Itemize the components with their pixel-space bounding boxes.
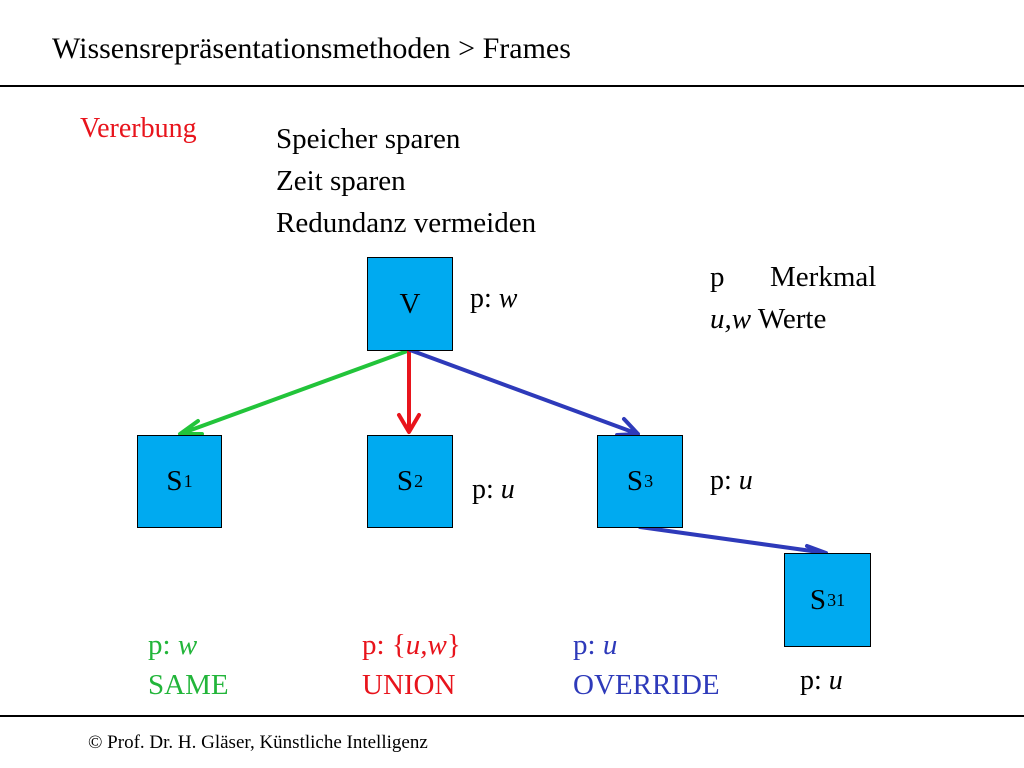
goal-item: Zeit sparen	[276, 165, 406, 197]
brace-open: {	[391, 629, 406, 661]
legend-meaning: Werte	[757, 303, 827, 335]
edge-v-s3	[408, 348, 640, 437]
property-name: p:	[148, 629, 171, 661]
legend-row-uw: u,w Werte	[710, 298, 876, 340]
node-v-property: p: w	[470, 283, 517, 315]
property-value: w	[177, 629, 198, 661]
node-subscript: 3	[644, 471, 654, 491]
section-heading: Vererbung	[80, 113, 197, 144]
property-value: u	[738, 465, 753, 496]
header-rule	[0, 85, 1024, 87]
property-name: p:	[472, 474, 494, 505]
property-value: u	[828, 665, 843, 696]
property-value: u,w	[405, 629, 447, 661]
goals-list: Speicher sparen Zeit sparen Redundanz ve…	[276, 118, 536, 244]
node-label: S	[809, 583, 827, 616]
frame-node-v: V	[367, 257, 453, 351]
node-label: S	[396, 465, 414, 497]
mode-property: p: w	[148, 625, 229, 665]
node-s31-property: p: u	[800, 665, 843, 697]
footer-copyright: © Prof. Dr. H. Gläser, Künstliche Intell…	[88, 732, 428, 753]
property-name: p:	[573, 629, 596, 661]
node-subscript: 2	[414, 471, 424, 491]
mode-union: p: {u,w} UNION	[362, 625, 461, 705]
legend-meaning: Merkmal	[770, 261, 877, 293]
legend: p Merkmal u,w Werte	[710, 256, 876, 340]
property-name: p:	[710, 465, 732, 496]
node-label: S	[626, 465, 644, 497]
legend-row-p: p Merkmal	[710, 256, 876, 298]
footer-rule	[0, 715, 1024, 717]
brace-close: }	[446, 629, 461, 661]
mode-name: OVERRIDE	[573, 669, 720, 701]
goal-item: Speicher sparen	[276, 123, 461, 155]
property-name: p:	[800, 665, 822, 696]
goal-item: Redundanz vermeiden	[276, 207, 537, 239]
mode-same: p: w SAME	[148, 625, 229, 705]
legend-symbol: p	[710, 261, 725, 293]
slide-title: Wissensrepräsentationsmethoden > Frames	[52, 32, 571, 65]
mode-name: UNION	[362, 669, 456, 701]
property-value: u	[602, 629, 618, 661]
edge-v-s2	[397, 348, 421, 434]
legend-symbol: u,w	[710, 303, 752, 335]
mode-name: SAME	[148, 669, 229, 701]
node-label: V	[399, 287, 421, 320]
node-label: S	[166, 465, 183, 497]
property-value: u	[500, 474, 515, 505]
property-name: p:	[470, 283, 492, 314]
node-s2-property: p: u	[472, 474, 515, 506]
edge-v-s1	[178, 348, 412, 436]
mode-override: p: u OVERRIDE	[573, 625, 720, 705]
mode-property: p: {u,w}	[362, 625, 461, 665]
node-subscript: 31	[827, 589, 846, 610]
mode-property: p: u	[573, 625, 720, 665]
node-s3-property: p: u	[710, 465, 753, 497]
property-value: w	[498, 283, 518, 314]
node-subscript: 1	[183, 471, 193, 491]
property-name: p:	[362, 629, 385, 661]
